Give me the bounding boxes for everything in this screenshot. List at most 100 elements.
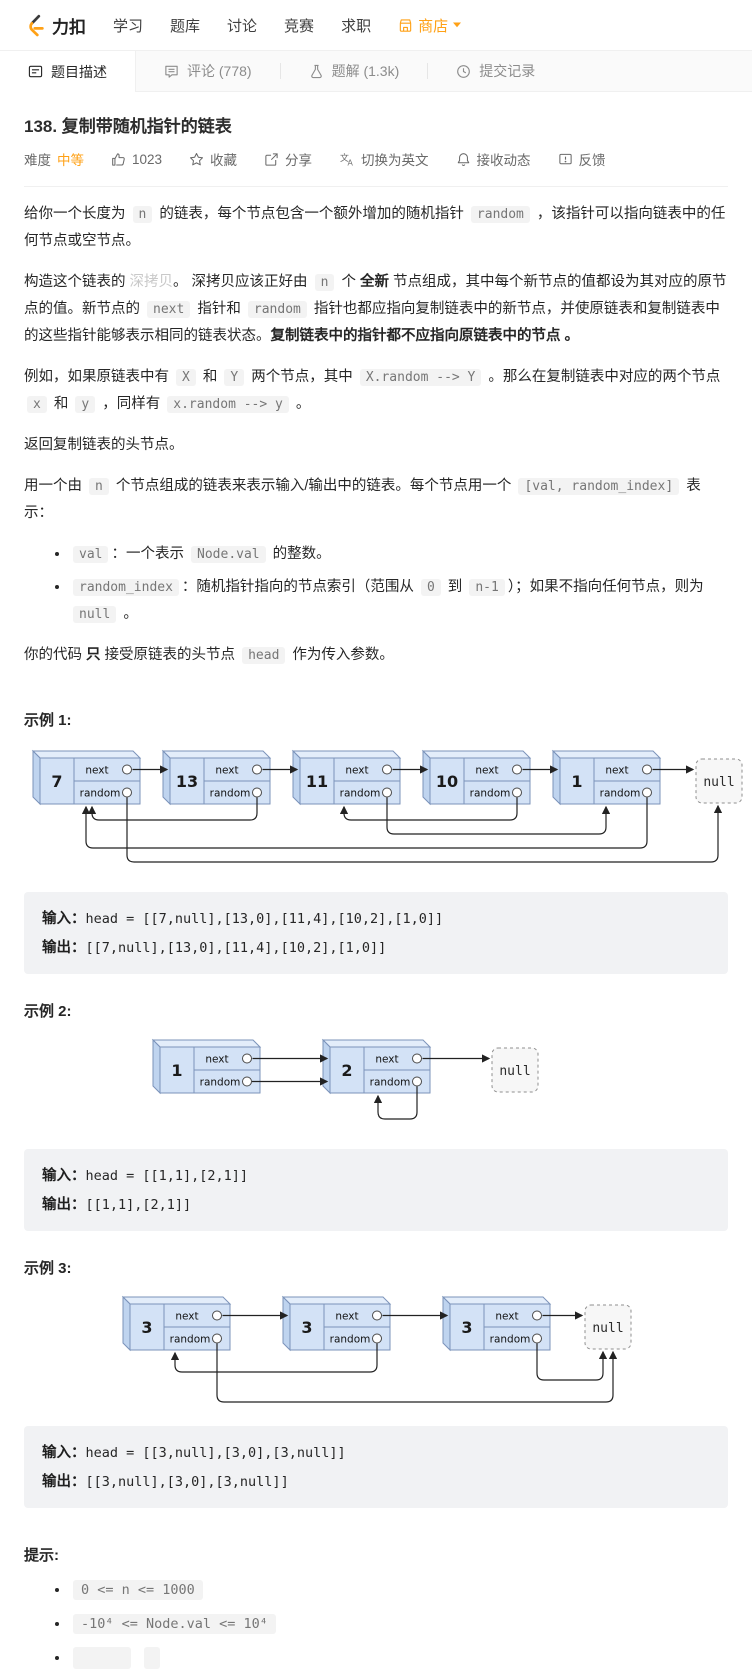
svg-text:1: 1 <box>171 1061 182 1080</box>
svg-text:random: random <box>490 1334 531 1346</box>
tab-label: 评论 (778) <box>187 63 252 79</box>
share-icon <box>264 152 279 167</box>
random-pointer-arrow <box>87 797 258 821</box>
star-icon <box>189 152 204 167</box>
svg-text:random: random <box>340 788 381 800</box>
tab-comments[interactable]: 评论 (778) <box>136 51 280 91</box>
io-value: [[3,null],[3,0],[3,null]] <box>85 1474 289 1490</box>
tab-separator <box>427 63 429 79</box>
svg-text:next: next <box>175 1311 198 1323</box>
feedback-label: 反馈 <box>578 153 606 168</box>
description-paragraph: 返回复制链表的头节点。 <box>24 437 184 453</box>
difficulty: 难度 中等 <box>24 149 84 169</box>
svg-text:2: 2 <box>341 1061 352 1080</box>
io-label: 输入： <box>42 911 86 927</box>
svg-text:next: next <box>85 765 108 777</box>
translate-icon: 文 A <box>339 152 355 167</box>
svg-text:3: 3 <box>301 1318 312 1337</box>
description-paragraph: 你的代码 只 接受原链表的头节点 head 作为传入参数。 <box>24 647 394 664</box>
tab-solutions[interactable]: 题解 (1.3k) <box>281 51 428 91</box>
logo-text: 力扣 <box>52 17 86 37</box>
hint-item: -10⁴ <= Node.val <= 10⁴ <box>70 1611 728 1637</box>
example-heading: 示例 2: <box>24 1003 72 1020</box>
nav-item-discuss[interactable]: 讨论 <box>227 17 258 35</box>
input-line: 输入：head = [[3,null],[3,0],[3,null]] <box>42 1438 710 1467</box>
svg-text:next: next <box>205 1054 228 1066</box>
input-line: 输入：head = [[7,null],[13,0],[11,4],[10,2]… <box>42 904 710 933</box>
like-button[interactable]: 1023 <box>111 152 162 167</box>
example-io-block: 输入：head = [[7,null],[13,0],[11,4],[10,2]… <box>24 892 728 974</box>
svg-text:random: random <box>170 1334 211 1346</box>
switch-language-label: 切换为英文 <box>361 153 429 168</box>
difficulty-label: 难度 <box>24 153 51 168</box>
share-button[interactable]: 分享 <box>264 149 312 169</box>
output-line: 输出：[[7,null],[13,0],[11,4],[10,2],[1,0]] <box>42 933 710 962</box>
io-label: 输入： <box>42 1445 86 1461</box>
divider <box>24 186 728 187</box>
svg-text:null: null <box>499 1064 530 1079</box>
feedback-icon <box>558 152 573 167</box>
flask-icon <box>309 64 324 79</box>
svg-text:null: null <box>592 1321 623 1336</box>
svg-text:11: 11 <box>306 772 328 791</box>
svg-text:13: 13 <box>176 772 198 791</box>
description-icon <box>28 64 43 79</box>
nav-item-jobs[interactable]: 求职 <box>341 17 372 35</box>
svg-text:next: next <box>475 765 498 777</box>
random-pointer-arrow <box>536 1343 608 1381</box>
tab-label: 提交记录 <box>479 63 536 79</box>
hint-item-partial <box>70 1645 728 1671</box>
svg-text:null: null <box>703 775 734 790</box>
store-label: 商店 <box>418 17 449 35</box>
comment-icon <box>164 64 179 79</box>
random-pointer-arrow <box>386 797 611 835</box>
list-item: val：一个表示 Node.val 的整数。 <box>70 541 728 568</box>
io-value: head = [[3,null],[3,0],[3,null]] <box>85 1445 346 1461</box>
svg-text:A: A <box>348 158 354 166</box>
nav-item-problems[interactable]: 题库 <box>170 17 201 35</box>
like-count: 1023 <box>132 151 163 167</box>
favorite-label: 收藏 <box>210 153 238 168</box>
description-paragraph: 给你一个长度为 n 的链表，每个节点包含一个额外增加的随机指针 random ，… <box>24 206 726 249</box>
nav-item-store[interactable]: 商店 <box>398 15 462 36</box>
tab-description[interactable]: 题目描述 <box>0 51 136 92</box>
svg-text:random: random <box>330 1334 371 1346</box>
feedback-button[interactable]: 反馈 <box>558 149 606 169</box>
io-label: 输出： <box>42 940 86 956</box>
thumb-up-icon <box>111 152 126 167</box>
subscribe-button[interactable]: 接收动态 <box>456 149 531 169</box>
leetcode-logo[interactable]: 力扣 <box>24 13 86 38</box>
example-io-block: 输入：head = [[3,null],[3,0],[3,null]]输出：[[… <box>24 1426 728 1508</box>
random-pointer-arrow <box>170 1343 378 1373</box>
svg-text:next: next <box>215 765 238 777</box>
svg-text:random: random <box>80 788 121 800</box>
io-value: head = [[1,1],[2,1]] <box>85 1168 249 1184</box>
switch-language-button[interactable]: 文 A 切换为英文 <box>339 149 429 169</box>
description-list: val：一个表示 Node.val 的整数。 random_index：随机指针… <box>24 541 728 628</box>
favorite-button[interactable]: 收藏 <box>189 149 237 169</box>
null-node: null <box>584 1304 632 1350</box>
tab-label: 题目描述 <box>51 63 107 80</box>
output-line: 输出：[[1,1],[2,1]] <box>42 1190 710 1219</box>
store-icon <box>398 18 413 33</box>
bell-icon <box>456 152 471 167</box>
svg-text:random: random <box>600 788 641 800</box>
example-io-block: 输入：head = [[1,1],[2,1]]输出：[[1,1],[2,1]] <box>24 1149 728 1231</box>
svg-text:next: next <box>335 1311 358 1323</box>
nav-item-contest[interactable]: 竞赛 <box>284 17 315 35</box>
caret-down-icon <box>453 22 462 28</box>
clock-icon <box>456 64 471 79</box>
share-label: 分享 <box>285 153 313 168</box>
svg-text:next: next <box>605 765 628 777</box>
nav-item-learn[interactable]: 学习 <box>113 17 144 35</box>
tab-submissions[interactable]: 提交记录 <box>428 51 563 91</box>
